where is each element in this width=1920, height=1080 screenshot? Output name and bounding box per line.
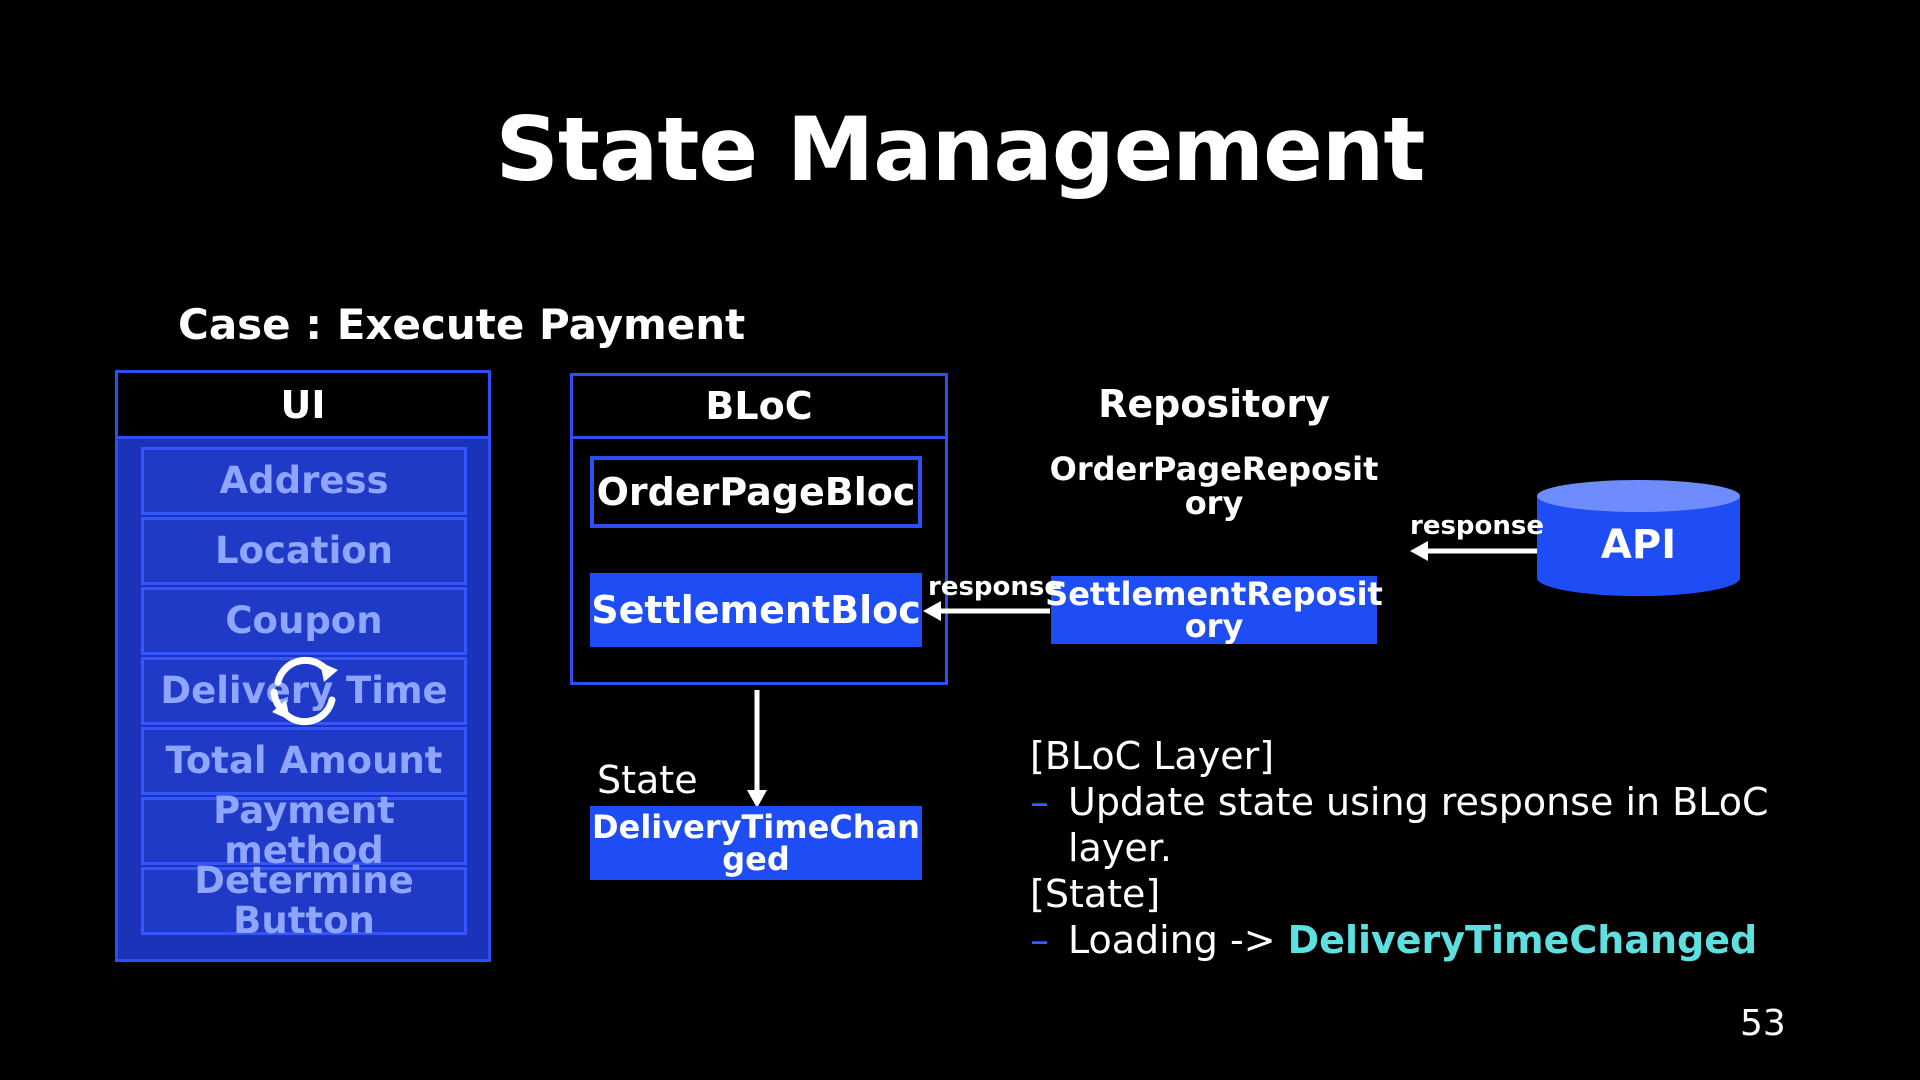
notes-block: [BLoC Layer] –Update state using respons… <box>1030 733 1790 963</box>
api-database-icon <box>1537 480 1740 597</box>
bloc-panel-header: BLoC <box>573 376 945 439</box>
ui-item-address: Address <box>141 447 467 515</box>
ui-panel-header: UI <box>118 373 488 439</box>
state-label: State <box>597 758 698 802</box>
notes-bloc-bullet: –Update state using response in BLoC <box>1030 779 1790 825</box>
bloc-panel: BLoC <box>570 373 948 685</box>
bullet-dash: – <box>1030 780 1049 824</box>
case-label: Case : Execute Payment <box>178 300 746 349</box>
order-page-bloc-node: OrderPageBloc <box>590 456 922 528</box>
repository-response-label: response <box>928 572 1063 602</box>
order-page-repository-node: OrderPageReposit ory <box>1049 450 1379 522</box>
bloc-to-state-arrow <box>747 690 767 808</box>
notes-bloc-bullet-text: Update state using response in BLoC <box>1068 780 1769 824</box>
ui-item-location: Location <box>141 517 467 585</box>
repository-to-bloc-arrow <box>923 601 1050 621</box>
settlement-bloc-node: SettlementBloc <box>590 573 922 647</box>
notes-state-heading: [State] <box>1030 872 1161 916</box>
notes-state-bullet: –Loading -> DeliveryTimeChanged <box>1030 917 1790 963</box>
state-node: DeliveryTimeChan ged <box>590 806 922 880</box>
ui-item-payment-method: Payment method <box>141 791 467 871</box>
api-response-label: response <box>1410 511 1545 541</box>
ui-item-total-amount: Total Amount <box>141 727 467 795</box>
refresh-icon <box>270 656 338 726</box>
settlement-repository-node: SettlementReposit ory <box>1045 575 1383 645</box>
notes-bloc-heading: [BLoC Layer] <box>1030 734 1275 778</box>
notes-bloc-bullet-continued: layer. <box>1068 826 1172 870</box>
page-number: 53 <box>1740 1003 1786 1044</box>
repository-header: Repository <box>1098 382 1330 426</box>
slide-title: State Management <box>495 98 1426 201</box>
ui-item-coupon: Coupon <box>141 587 467 655</box>
notes-state-bullet-prefix: Loading -> <box>1068 918 1288 962</box>
ui-panel: UI Address Location Coupon Delivery Time… <box>115 370 491 962</box>
api-label: API <box>1600 522 1677 568</box>
api-to-repository-arrow <box>1410 541 1537 561</box>
notes-state-highlight: DeliveryTimeChanged <box>1287 918 1758 962</box>
ui-panel-body: Address Location Coupon Delivery Time To… <box>118 439 488 959</box>
ui-item-determine-button: Determine Button <box>141 861 467 941</box>
bullet-dash: – <box>1030 918 1049 962</box>
